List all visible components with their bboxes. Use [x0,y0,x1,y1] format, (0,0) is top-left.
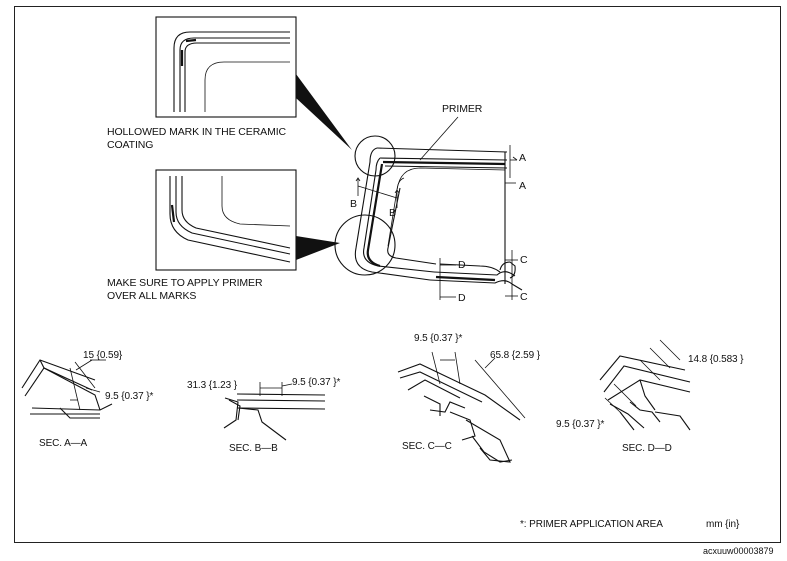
figure-code: acxuuw00003879 [703,546,774,556]
sec-a-dim-2: 9.5 {0.37 }* [105,391,154,402]
sec-a-dim-1: 15 {0.59} [83,350,123,361]
apply-primer-label-line2: OVER ALL MARKS [107,290,197,302]
sec-b-dim-1: 31.3 {1.23 } [187,380,237,391]
marker-b-right: B [389,207,396,219]
sec-c-name: SEC. C—C [402,441,452,452]
figure-frame [14,6,781,543]
sec-d-dim-2: 9.5 {0.37 }* [556,419,605,430]
detail-inset-apply-primer [155,169,340,271]
sec-c-dim-2: 65.8 {2.59 } [490,350,540,361]
marker-d-top: D [458,259,466,271]
section-b-drawing [223,382,326,441]
section-marker-c [505,250,518,300]
marker-c-top: C [520,254,528,266]
legend-primer-area: *: PRIMER APPLICATION AREA [520,519,663,530]
sec-a-name: SEC. A—A [39,438,88,449]
marker-d-bottom: D [458,292,466,304]
sec-d-dim-1: 14.8 {0.583 } [688,354,744,365]
marker-a-bottom: A [519,180,526,192]
hollowed-mark-label-line1: HOLLOWED MARK IN THE CERAMIC [107,126,287,138]
apply-primer-label-line1: MAKE SURE TO APPLY PRIMER [107,277,263,289]
section-marker-d [439,258,456,300]
hollowed-mark-label-line2: COATING [107,139,154,151]
marker-b-left: B [350,198,357,210]
sec-b-name: SEC. B—B [229,443,278,454]
sec-b-dim-2: 9.5 {0.37 }* [292,377,341,388]
sec-d-name: SEC. D—D [622,443,672,454]
section-marker-a [505,145,518,184]
primer-label: PRIMER [442,103,483,115]
sec-c-dim-1: 9.5 {0.37 }* [414,333,463,344]
section-marker-b [355,177,400,208]
section-d-drawing [599,339,691,431]
section-a-drawing [21,359,113,419]
section-c-drawing [397,351,526,463]
marker-a-top: A [519,152,526,164]
detail-inset-hollowed-mark [155,16,352,150]
units-label: mm {in} [706,519,740,530]
marker-c-bottom: C [520,291,528,303]
windshield-outline [334,116,523,291]
